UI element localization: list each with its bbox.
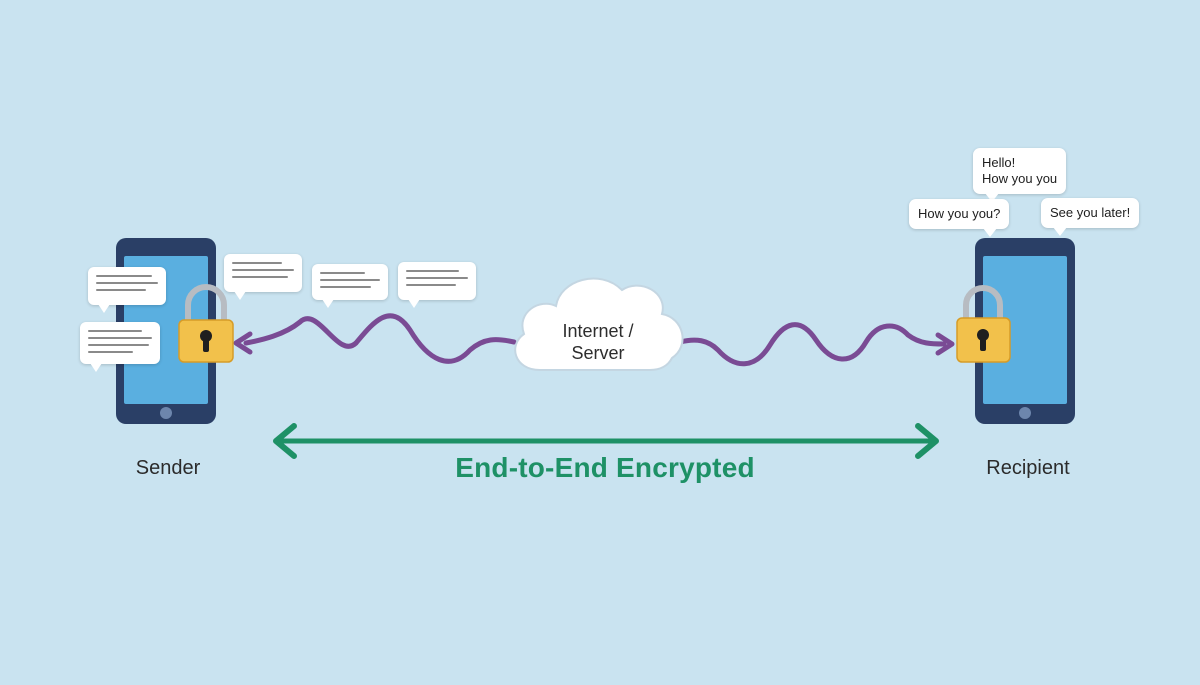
arrowhead-right bbox=[935, 332, 955, 356]
message-bubble: Hello! How you you bbox=[973, 148, 1067, 202]
message-text: Hello! bbox=[982, 155, 1016, 170]
encrypted-bubble bbox=[80, 322, 160, 372]
cloud-label: Internet / Server bbox=[520, 320, 676, 364]
encrypted-bubble bbox=[224, 254, 302, 300]
message-bubble: See you later! bbox=[1041, 198, 1140, 236]
recipient-padlock-icon bbox=[956, 285, 1011, 363]
message-bubble: How you you? bbox=[909, 199, 1010, 237]
sender-padlock-icon bbox=[178, 284, 234, 363]
e2e-label: End-to-End Encrypted bbox=[455, 452, 755, 483]
recipient-phone-icon bbox=[975, 238, 1075, 424]
cloud-label-line: Internet / bbox=[562, 321, 634, 341]
encrypted-bubble bbox=[398, 262, 476, 308]
cloud-icon bbox=[514, 277, 684, 371]
wave-right bbox=[677, 322, 947, 367]
arrowhead-left bbox=[233, 331, 253, 355]
e2e-double-arrow bbox=[273, 423, 939, 459]
message-text: How you you? bbox=[918, 206, 1001, 221]
encrypted-bubble bbox=[88, 267, 166, 313]
cloud-label-line: Server bbox=[571, 343, 625, 363]
message-text: How you you bbox=[982, 171, 1058, 186]
recipient-label: Recipient bbox=[986, 457, 1070, 479]
sender-label: Sender bbox=[135, 457, 201, 479]
encrypted-bubble bbox=[312, 264, 388, 308]
wave-left bbox=[243, 313, 517, 364]
message-text: See you later! bbox=[1050, 205, 1131, 220]
